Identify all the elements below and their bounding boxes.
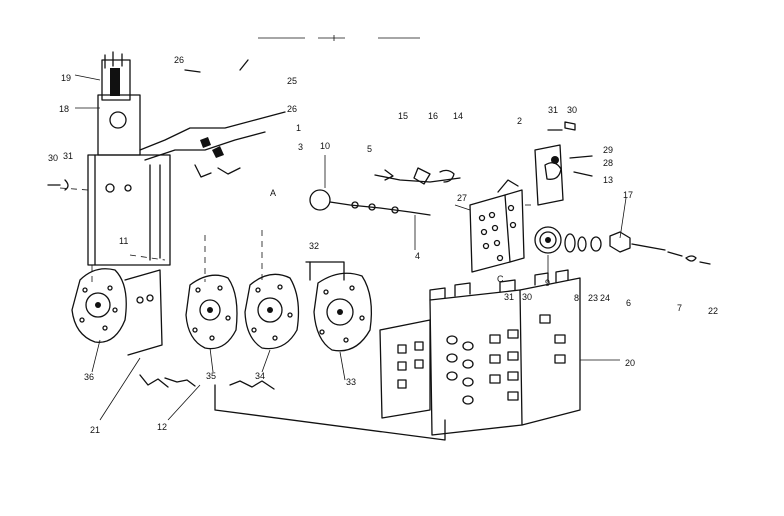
- label-23: 23: [588, 293, 598, 303]
- label-35: 35: [206, 371, 216, 381]
- label-31: 31: [548, 105, 558, 115]
- label-31: 31: [63, 151, 73, 161]
- label-26: 26: [174, 55, 184, 65]
- chassis-20: [379, 269, 620, 436]
- label-22: 22: [708, 306, 718, 316]
- central-shaft: [309, 155, 461, 250]
- label-29: 29: [603, 145, 613, 155]
- label-33: 33: [346, 377, 356, 387]
- top-margin-strokes: [258, 35, 420, 41]
- label-6: 6: [626, 298, 631, 308]
- label-34: 34: [255, 371, 265, 381]
- label-9: 9: [545, 278, 550, 288]
- label-5: 5: [367, 144, 372, 154]
- label-25: 25: [287, 76, 297, 86]
- label-3: 3: [298, 142, 303, 152]
- label-12: 12: [157, 422, 167, 432]
- label-7: 7: [677, 303, 682, 313]
- label-18: 18: [59, 104, 69, 114]
- label-20: 20: [625, 358, 635, 368]
- label-c: C: [497, 274, 504, 284]
- part-labels: 19 18 26 25 26 1 3 30 31 10 5 A 15 16 14…: [48, 55, 718, 435]
- label-a: A: [270, 188, 276, 198]
- label-16: 16: [428, 111, 438, 121]
- label-31: 31: [504, 292, 514, 302]
- construction-lines: [59, 187, 535, 282]
- label-10: 10: [320, 141, 330, 151]
- label-30: 30: [48, 153, 58, 163]
- label-11: 11: [119, 236, 128, 246]
- label-17: 17: [623, 190, 633, 200]
- switch-housing: [47, 51, 286, 266]
- label-24: 24: [600, 293, 610, 303]
- label-14: 14: [453, 111, 463, 121]
- label-21: 21: [90, 425, 100, 435]
- label-36: 36: [84, 372, 94, 382]
- label-1: 1: [296, 123, 301, 133]
- label-28: 28: [603, 158, 613, 168]
- label-13: 13: [603, 175, 613, 185]
- label-27: 27: [457, 193, 467, 203]
- label-30: 30: [522, 292, 532, 302]
- knob-mechanism: [534, 121, 593, 206]
- wafer-33: [305, 261, 373, 352]
- right-shaft-parts: [534, 226, 711, 278]
- label-19: 19: [61, 73, 71, 83]
- wafer-35: [185, 274, 238, 350]
- right-wafer-block: [454, 179, 525, 273]
- label-26: 26: [287, 104, 297, 114]
- wafer-34: [244, 273, 300, 350]
- base-plate: [139, 374, 446, 441]
- label-32: 32: [309, 241, 319, 251]
- label-30: 30: [567, 105, 577, 115]
- leader-lines: [91, 197, 627, 421]
- label-4: 4: [415, 251, 420, 261]
- label-8: 8: [574, 293, 579, 303]
- label-2: 2: [517, 116, 522, 126]
- label-15: 15: [398, 111, 408, 121]
- wafer-36: [71, 268, 163, 356]
